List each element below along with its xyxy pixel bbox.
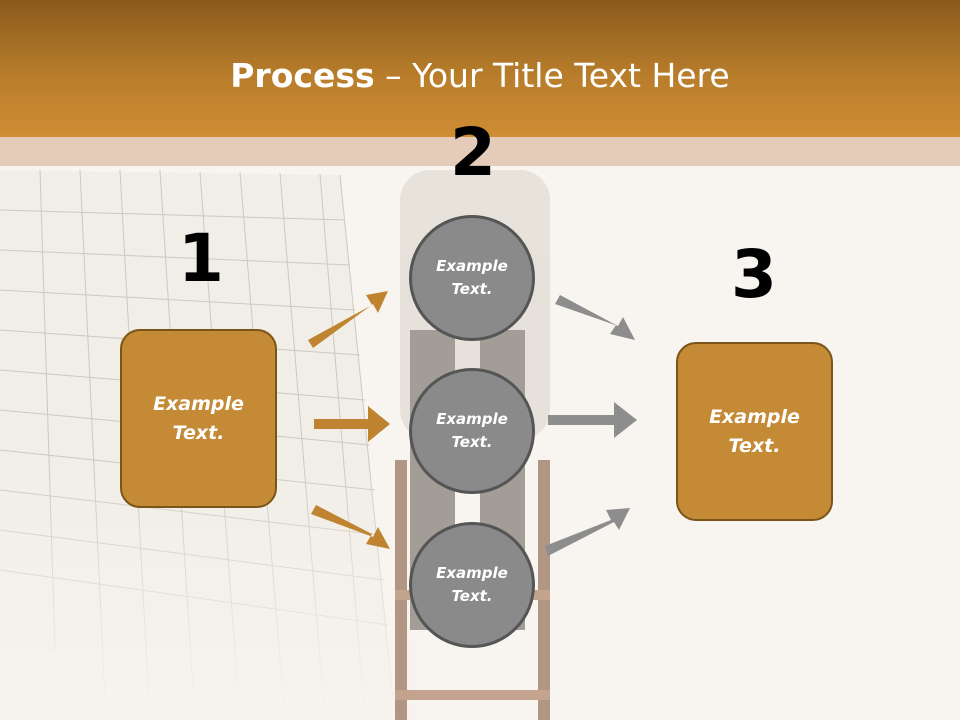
step-number-2: 2 xyxy=(450,114,496,191)
title-bar-strip xyxy=(0,137,960,166)
circle-middle-line1: Example xyxy=(436,410,508,428)
step-3-box-line2: Text. xyxy=(728,434,781,457)
title-bar xyxy=(0,0,960,137)
circle-bottom-line2: Text. xyxy=(451,587,493,605)
step-number-3: 3 xyxy=(731,236,777,313)
step-1-box-line2: Text. xyxy=(172,421,225,444)
step-number-1: 1 xyxy=(178,220,224,297)
slide-title: Process – Your Title Text Here xyxy=(0,56,960,96)
step-3-box-line1: Example xyxy=(709,405,800,428)
step-1-box-line1: Example xyxy=(153,392,244,415)
title-rest: – Your Title Text Here xyxy=(374,56,730,95)
circle-bottom-line1: Example xyxy=(436,564,508,582)
title-bold: Process xyxy=(230,56,375,95)
circle-top-line2: Text. xyxy=(451,280,493,298)
circle-middle-line2: Text. xyxy=(451,433,493,451)
circle-top-line1: Example xyxy=(436,257,508,275)
